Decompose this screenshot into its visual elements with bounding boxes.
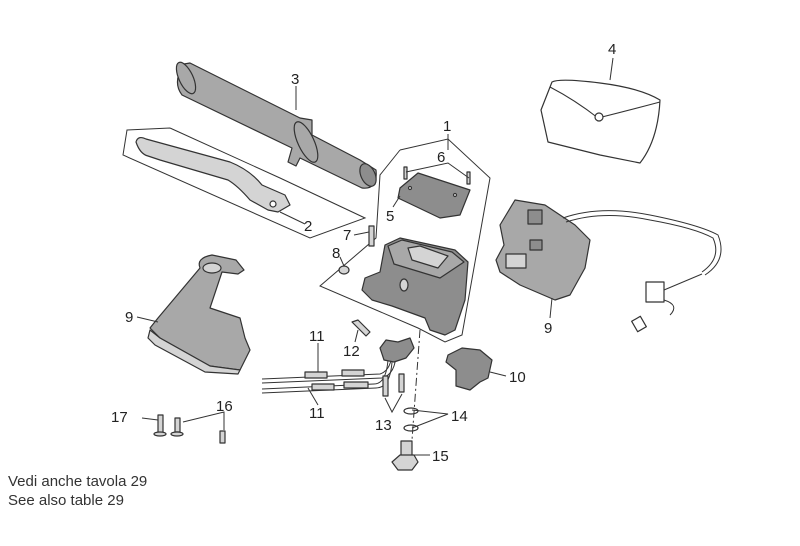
callout-5: 5 xyxy=(386,208,394,225)
connector-plug xyxy=(631,315,647,333)
callout-10: 10 xyxy=(509,369,526,386)
callout-6: 6 xyxy=(437,149,445,166)
bag-part xyxy=(540,79,661,164)
screw-13b xyxy=(398,373,405,393)
callout-2: 2 xyxy=(304,218,312,235)
callout-12: 12 xyxy=(343,343,360,360)
callout-1: 1 xyxy=(443,118,451,135)
screw-7 xyxy=(368,225,375,247)
switch-housing-right-part xyxy=(495,199,722,333)
callout-11-top: 11 xyxy=(309,328,325,345)
lever-group-outline xyxy=(122,127,367,239)
cover-hole xyxy=(452,192,458,198)
callout-17: 17 xyxy=(111,409,128,426)
screw-16a xyxy=(170,417,184,437)
brake-switch-12 xyxy=(351,319,371,337)
callout-15: 15 xyxy=(432,448,449,465)
note-italian: Vedi anche tavola 29 xyxy=(8,473,148,490)
grip-part xyxy=(175,61,377,189)
connector xyxy=(645,281,665,303)
callout-4: 4 xyxy=(608,41,616,58)
clamp-part xyxy=(445,347,493,391)
callout-13: 13 xyxy=(375,417,392,434)
callout-7: 7 xyxy=(343,227,351,244)
cover-hole xyxy=(407,185,413,191)
screw-13a xyxy=(382,375,389,397)
callout-9-right: 9 xyxy=(544,320,552,337)
axis-line xyxy=(411,329,421,441)
screw-6a xyxy=(403,166,408,180)
master-cylinder-part xyxy=(361,237,469,336)
switch-housing-left-part xyxy=(147,254,251,375)
screw-16b xyxy=(219,430,226,444)
screw-17 xyxy=(153,414,167,437)
callout-16: 16 xyxy=(216,398,233,415)
callout-11-bottom: 11 xyxy=(309,405,325,422)
washer-14a xyxy=(403,407,419,415)
nut-8 xyxy=(338,265,350,275)
cable-bracket-part xyxy=(379,337,415,363)
lever-part xyxy=(135,136,291,213)
master-cylinder-group-outline xyxy=(319,138,491,343)
callout-9-left: 9 xyxy=(125,309,133,326)
washer-14b xyxy=(403,424,419,432)
banjo-bolt-part xyxy=(391,440,419,471)
callout-8: 8 xyxy=(332,245,340,262)
reservoir-cover-part xyxy=(397,172,471,219)
callout-3: 3 xyxy=(291,71,299,88)
note-english: See also table 29 xyxy=(8,492,124,509)
cables-part xyxy=(261,349,397,394)
callout-14: 14 xyxy=(451,408,468,425)
leader-lines xyxy=(136,57,614,456)
